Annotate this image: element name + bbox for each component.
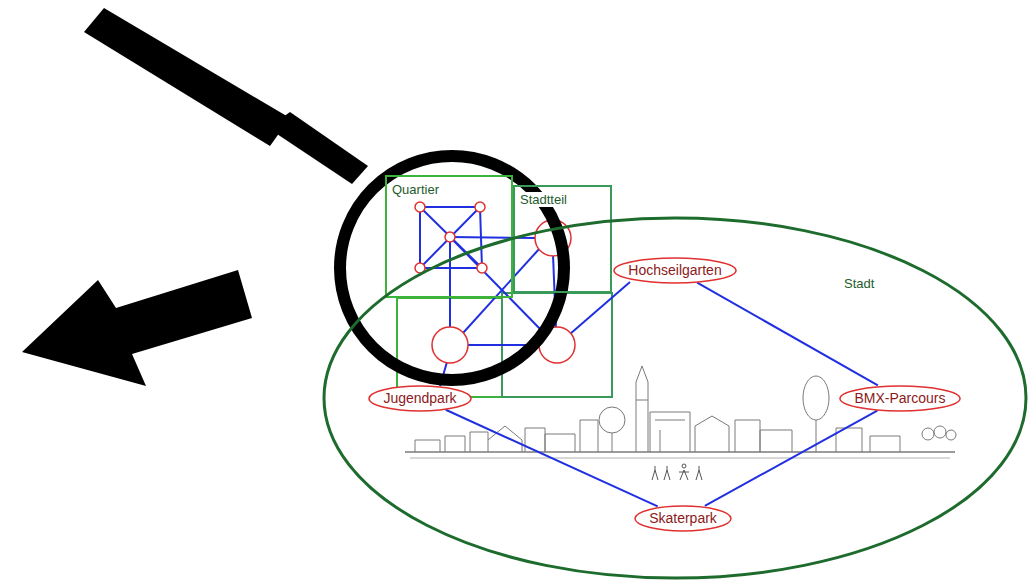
place-outline-shape [369,386,471,411]
district-box: Stadtteil [513,185,612,293]
city-ellipse: Stadt HochseilgartenJugendpark BMX-Parcour… [322,216,1028,580]
place-ellipse: BMX-Parcours [839,385,961,412]
connector-line [697,283,878,386]
city-outline-shape [324,218,1026,578]
place-outline-shape [635,506,731,531]
node-label: BMX-Parcours [854,390,945,407]
place-outline-shape [840,386,960,411]
connector-line [446,410,658,507]
connector-line [705,411,877,506]
zoom-arrow [22,270,252,386]
quarter-box: Quartier [385,175,513,298]
place-ellipse: Jugendpark [368,385,472,412]
node-label: Quartier [390,182,441,197]
node-label: Stadtteil [518,192,569,207]
place-ellipse: Hochseilgarten [613,257,737,284]
node-label: Hochseilgarten [628,262,721,279]
node-label: Stadt [842,276,876,291]
people-sketch [652,464,702,480]
place-ellipse: Skaterpark [634,505,732,532]
node-label: Jugendpark [383,390,456,407]
node-label: Skaterpark [649,510,717,527]
place-outline-shape [614,258,736,283]
